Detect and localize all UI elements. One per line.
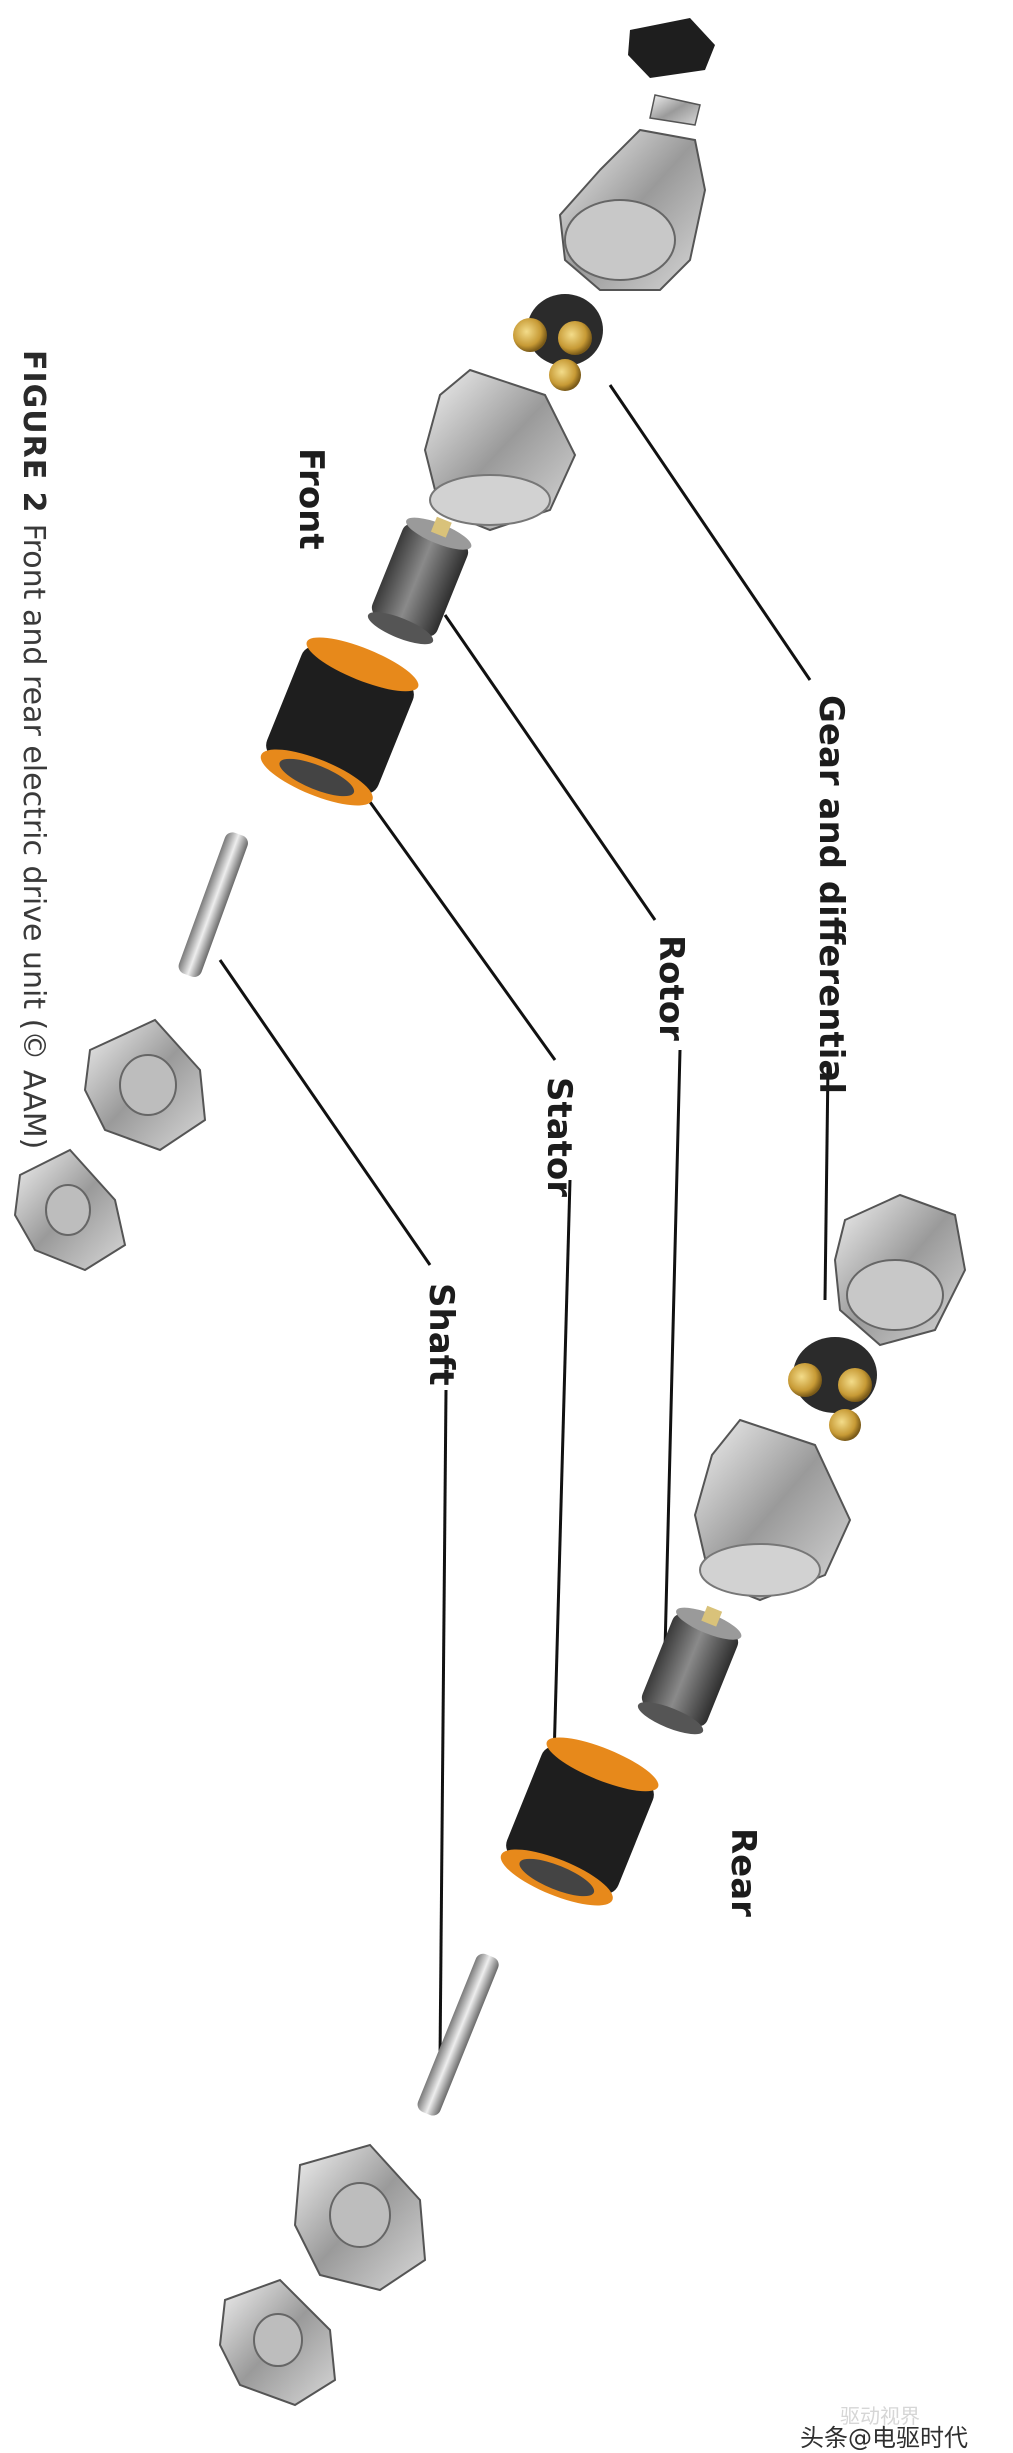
leader-gear-front [608, 384, 812, 681]
leader-stator-rear [551, 1179, 572, 1796]
front-gear-3 [549, 359, 581, 391]
leader-rotor-rear [663, 1049, 682, 1651]
label-rotor: Rotor [651, 935, 691, 1041]
leader-shaft-front [218, 959, 432, 1266]
rear-gear-1 [788, 1363, 822, 1397]
front-stator [260, 637, 419, 806]
rear-stator [500, 1737, 659, 1906]
watermark-ghost: 驱动视界 [840, 2404, 920, 2428]
leader-rotor-front [443, 614, 657, 921]
caption-text: Front and rear electric drive unit (© AA… [16, 523, 51, 1150]
front-small-bracket [649, 94, 701, 126]
leader-stator-front [363, 794, 557, 1061]
label-stator: Stator [539, 1077, 579, 1198]
rear-gear-2 [838, 1368, 872, 1402]
figure-number: FIGURE 2 [16, 350, 51, 514]
front-gear-1 [513, 318, 547, 352]
label-gear-and-differential: Gear and differential [811, 695, 851, 1094]
front-drive-unit [13, 18, 715, 1272]
leader-lines [218, 384, 830, 2061]
label-front: Front [291, 448, 331, 550]
rear-shaft [417, 1953, 499, 2116]
front-shaft [178, 832, 248, 978]
label-rear: Rear [723, 1828, 763, 1917]
front-rotor [367, 516, 472, 645]
front-gear-2 [558, 321, 592, 355]
label-shaft: Shaft [421, 1283, 461, 1386]
figure-caption: FIGURE 2 Front and rear electric drive un… [16, 350, 51, 1150]
rear-rotor [637, 1605, 742, 1735]
rear-gear-3 [829, 1409, 861, 1441]
front-connector-cover [628, 18, 715, 78]
leader-shaft-rear [438, 1389, 448, 2061]
rear-drive-unit [218, 1193, 967, 2407]
leader-gear-rear [823, 1064, 830, 1301]
watermark-text: 头条@电驱时代 [800, 2424, 968, 2452]
